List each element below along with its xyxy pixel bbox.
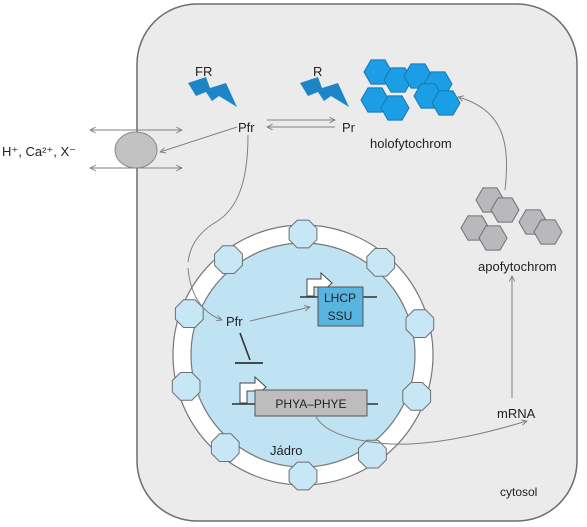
- nuclear-pore: [171, 372, 201, 401]
- pr-label: Pr: [342, 120, 356, 135]
- mrna-label: mRNA: [497, 406, 536, 421]
- jadro-label: Jádro: [270, 443, 303, 458]
- nuclear-pores: [171, 219, 435, 491]
- nuclear-pore: [210, 433, 240, 462]
- lhcp-label: LHCP: [324, 291, 356, 305]
- red-light-icon: [300, 77, 349, 107]
- apophytochrome-cluster: [460, 187, 563, 251]
- nuclear-pore: [358, 439, 387, 469]
- ion-channel: [90, 130, 182, 168]
- far-red-light-icon: [188, 77, 237, 107]
- r-label: R: [313, 64, 322, 79]
- nuclear-pore: [174, 299, 204, 328]
- pfr-to-channel-arrow: [160, 126, 238, 152]
- pfr-nuclear-import-line: [187, 134, 249, 263]
- ions-label: H⁺, Ca²⁺, X⁻: [2, 144, 76, 159]
- nuclear-pore: [405, 309, 435, 338]
- holophytochrome-hexagon: [431, 90, 461, 116]
- nuclear-pore: [214, 245, 243, 274]
- fr-label: FR: [195, 64, 212, 79]
- channel-protein: [114, 131, 158, 169]
- pfr-label: Pfr: [238, 120, 255, 135]
- holofytochrom-label: holofytochrom: [370, 136, 452, 151]
- nuclear-pore: [288, 219, 318, 249]
- phya-phye-label: PHYA–PHYE: [275, 397, 346, 411]
- apo-to-holo-arrow: [458, 97, 508, 191]
- holophytochrome-cluster: [360, 59, 461, 121]
- phy-repression-line: [239, 332, 251, 361]
- nuclear-pore: [402, 382, 432, 411]
- ssu-label: SSU: [328, 309, 353, 323]
- lhcp-ssu-gene-box: [317, 286, 364, 327]
- pfr-nucleus-label: Pfr: [226, 314, 243, 329]
- lhcp-activation-arrow: [249, 307, 310, 322]
- nuclear-pore: [366, 248, 396, 277]
- mrna-export-arrow: [315, 416, 527, 445]
- apophytochrome-hexagon: [490, 197, 520, 223]
- holophytochrome-hexagon: [380, 95, 410, 121]
- nuclear-pore: [288, 461, 318, 491]
- phya-phye-gene-box: [254, 389, 368, 417]
- apophytochrome-hexagon: [533, 219, 563, 245]
- apophytochrome-hexagon: [478, 225, 508, 251]
- cytosol-label: cytosol: [500, 485, 537, 499]
- pfr-import-arrow: [187, 267, 222, 320]
- apofytochrom-label: apofytochrom: [478, 259, 557, 274]
